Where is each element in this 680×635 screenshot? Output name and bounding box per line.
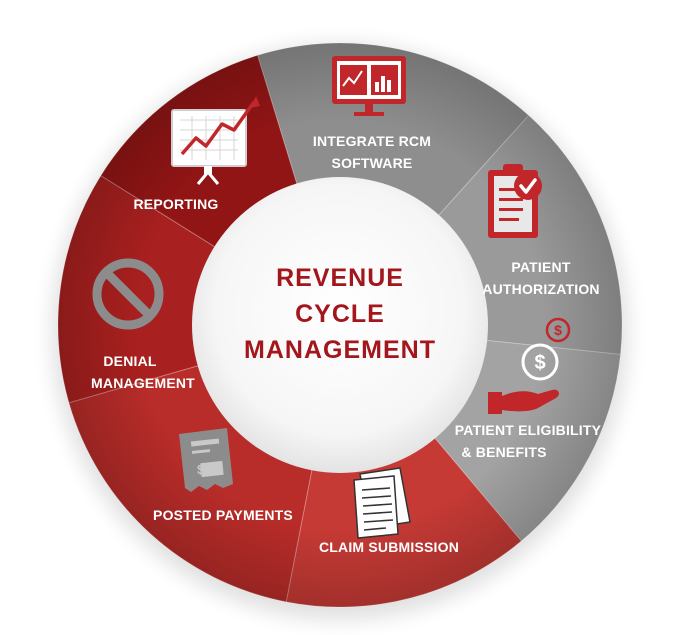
segment-label-integrate-rcm-software-line-2: SOFTWARE xyxy=(332,155,413,171)
segment-label-patient-authorization-line-1: PATIENT xyxy=(511,259,570,275)
monitor-dashboard-icon xyxy=(332,56,406,116)
hand-dollar-icon: $ $ xyxy=(488,317,571,414)
segment-label-claim-submission: CLAIM SUBMISSION xyxy=(319,539,459,555)
clipboard-check-icon xyxy=(488,164,542,238)
segment-label-integrate-rcm-software-line-1: INTEGRATE RCM xyxy=(313,133,431,149)
growth-chart-icon xyxy=(171,96,260,185)
center-title-line-3: MANAGEMENT xyxy=(244,336,436,364)
svg-text:$: $ xyxy=(534,352,545,374)
prohibited-icon xyxy=(92,258,164,330)
segment-label-reporting: REPORTING xyxy=(133,196,218,212)
center-title-line-2: CYCLE xyxy=(295,300,385,328)
segment-label-patient-eligibility-benefits-line-1: PATIENT ELIGIBILITY xyxy=(455,422,602,438)
documents-icon xyxy=(353,467,411,539)
payment-receipt-icon: $ xyxy=(179,428,233,492)
segment-label-patient-eligibility-benefits-line-2: & BENEFITS xyxy=(461,444,546,460)
segment-label-posted-payments: POSTED PAYMENTS xyxy=(153,507,293,523)
svg-text:$: $ xyxy=(554,322,562,338)
segment-label-patient-authorization-line-2: AUTHORIZATION xyxy=(482,281,599,297)
segment-label-denial-management-line-2: MANAGEMENT xyxy=(91,375,195,391)
center-title-line-1: REVENUE xyxy=(276,264,404,292)
svg-text:$: $ xyxy=(197,462,205,477)
center-circle xyxy=(192,177,488,473)
segment-label-denial-management-line-1: DENIAL xyxy=(103,353,157,369)
